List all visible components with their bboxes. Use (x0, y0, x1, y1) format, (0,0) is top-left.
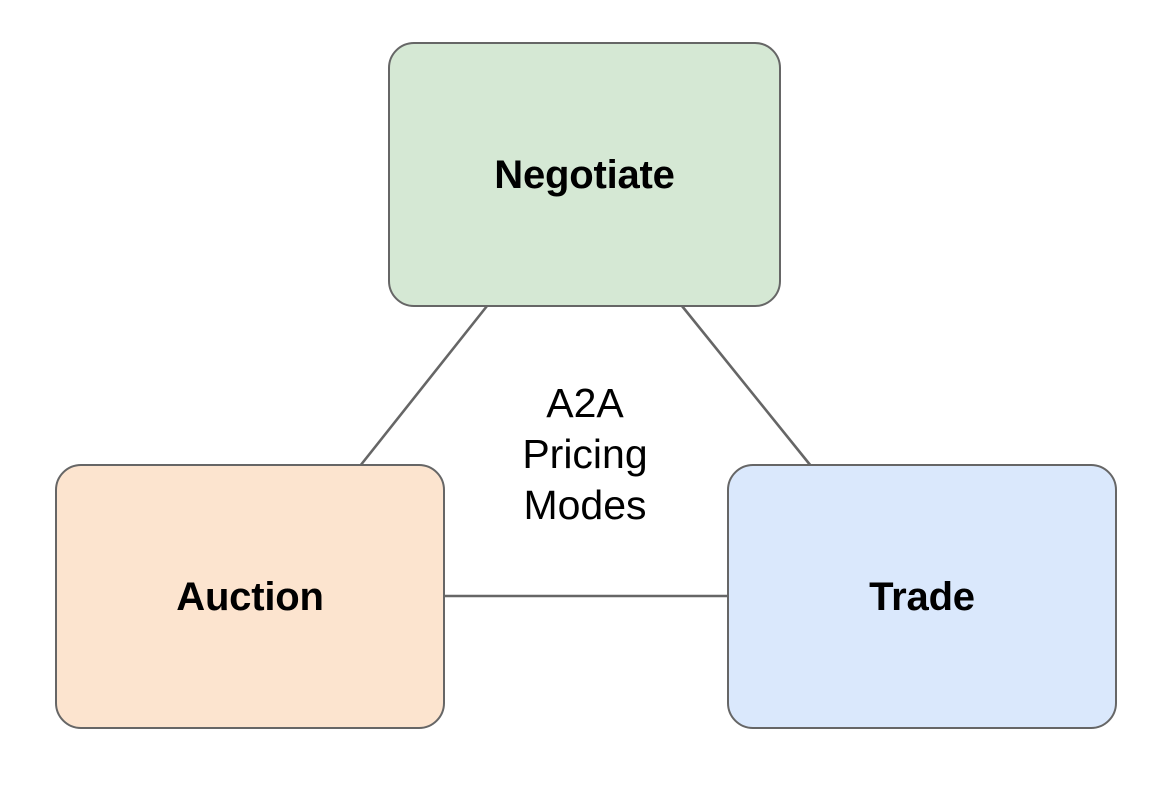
node-negotiate[interactable]: Negotiate (388, 42, 781, 307)
node-auction-label: Auction (176, 574, 324, 619)
node-trade-label: Trade (869, 574, 975, 619)
node-negotiate-label: Negotiate (494, 152, 675, 197)
node-auction[interactable]: Auction (55, 464, 445, 729)
center-caption: A2A Pricing Modes (522, 380, 648, 528)
node-trade[interactable]: Trade (727, 464, 1117, 729)
